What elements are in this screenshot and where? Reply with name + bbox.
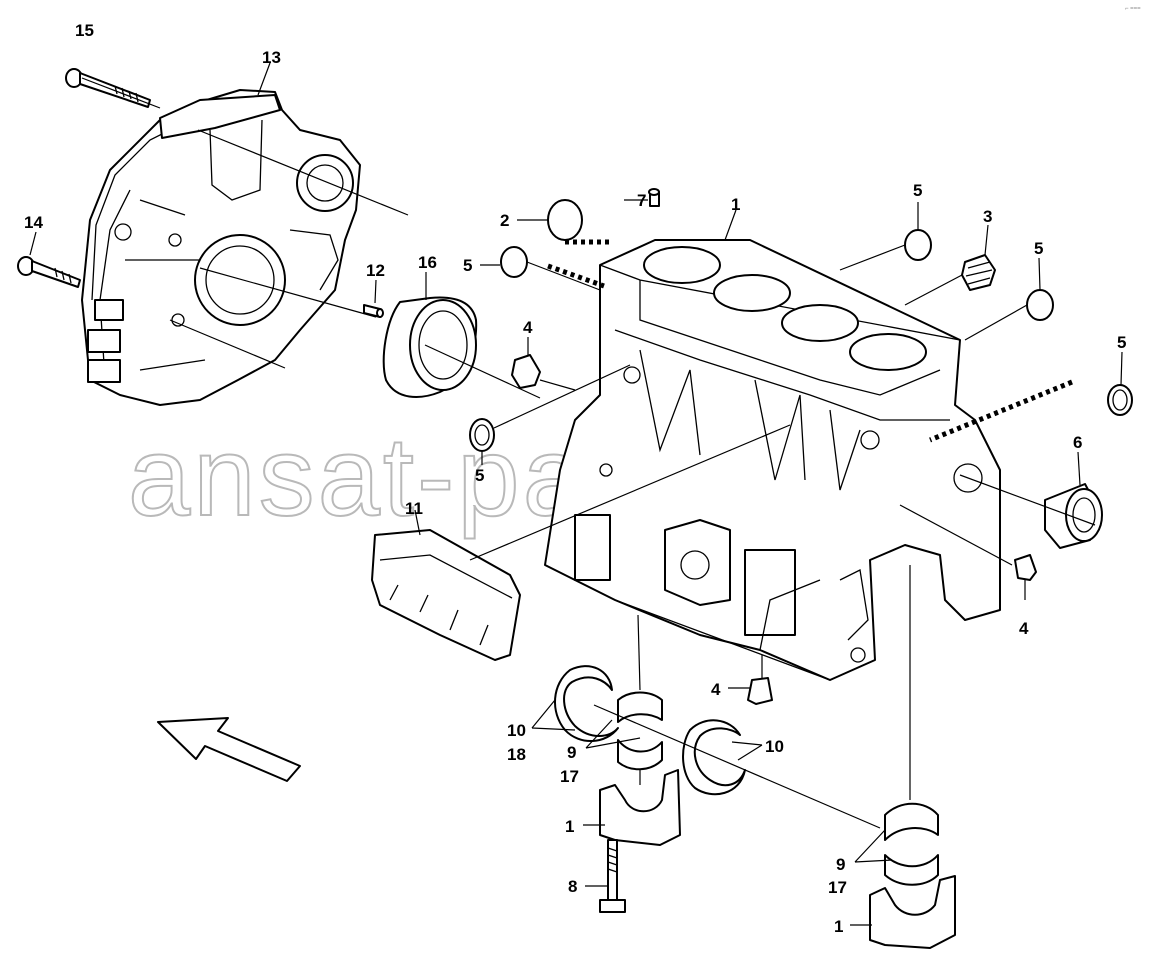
plug-4-bottom bbox=[747, 677, 773, 705]
callout-10-b: 10 bbox=[765, 737, 784, 756]
plug-5-far-right-inner bbox=[1112, 389, 1128, 411]
bush-6 bbox=[1044, 483, 1103, 549]
bearing-shell-9-a bbox=[617, 691, 663, 771]
callout-7: 7 bbox=[637, 191, 646, 210]
callout-3: 3 bbox=[983, 207, 992, 226]
engine-block bbox=[544, 239, 1001, 681]
callout-4-bottom: 4 bbox=[711, 680, 721, 699]
callout-4-right: 4 bbox=[1019, 619, 1029, 638]
callout-11: 11 bbox=[405, 499, 423, 518]
callout-8: 8 bbox=[568, 877, 577, 896]
plug-4-top bbox=[511, 354, 541, 389]
plug-5-mid-inner bbox=[474, 424, 490, 446]
callout-9-b: 9 bbox=[836, 855, 845, 874]
threaded-plug-3 bbox=[961, 254, 996, 291]
bearing-cap-1-a bbox=[599, 769, 681, 846]
plug-2 bbox=[547, 199, 583, 241]
callout-17-a: 17 bbox=[560, 767, 579, 786]
callout-1-block: 1 bbox=[731, 195, 740, 214]
callout-13: 13 bbox=[262, 48, 281, 67]
callout-15: 15 bbox=[75, 21, 94, 40]
callout-1-cap-b: 1 bbox=[834, 917, 843, 936]
corner-mark: ⌐ === bbox=[1125, 6, 1141, 12]
bearing-shell-9-b bbox=[884, 802, 939, 886]
dowel-7 bbox=[648, 188, 660, 207]
callout-14: 14 bbox=[24, 213, 43, 232]
direction-arrow bbox=[157, 717, 301, 782]
callouts: 15 13 14 12 16 7 1 2 5 5 3 5 5 4 5 6 11 … bbox=[24, 21, 1126, 936]
pin-12 bbox=[363, 304, 384, 318]
callout-10-a: 10 bbox=[507, 721, 526, 740]
oil-baffle-11 bbox=[371, 529, 521, 661]
callout-6: 6 bbox=[1073, 433, 1082, 452]
plug-5-far-right bbox=[1107, 384, 1133, 416]
callout-2: 2 bbox=[500, 211, 509, 230]
plug-5-left bbox=[500, 246, 528, 278]
bearing-cap-1-b bbox=[869, 875, 956, 949]
callout-5-right: 5 bbox=[1034, 239, 1043, 258]
callout-5-mid: 5 bbox=[475, 466, 484, 485]
callout-4-top: 4 bbox=[523, 318, 533, 337]
thrust-washer-10-b bbox=[682, 719, 746, 796]
bolt-8 bbox=[599, 839, 626, 913]
callout-17-b: 17 bbox=[828, 878, 847, 897]
bolt-14 bbox=[17, 256, 81, 288]
plug-5-top bbox=[904, 229, 932, 261]
callout-5-top: 5 bbox=[913, 181, 922, 200]
callout-16: 16 bbox=[418, 253, 437, 272]
callout-9-a: 9 bbox=[567, 743, 576, 762]
plug-5-right bbox=[1026, 289, 1054, 321]
callout-18: 18 bbox=[507, 745, 526, 764]
plug-4-right bbox=[1014, 554, 1037, 581]
callout-1-cap-a: 1 bbox=[565, 817, 574, 836]
flywheel-housing bbox=[81, 89, 361, 406]
bolt-15 bbox=[65, 68, 151, 108]
dashed-lines bbox=[547, 239, 1073, 443]
plug-5-mid bbox=[469, 418, 495, 452]
callout-5-left: 5 bbox=[463, 256, 472, 275]
callout-5-far-right: 5 bbox=[1117, 333, 1126, 352]
leader-lines bbox=[29, 62, 1123, 926]
callout-12: 12 bbox=[366, 261, 385, 280]
